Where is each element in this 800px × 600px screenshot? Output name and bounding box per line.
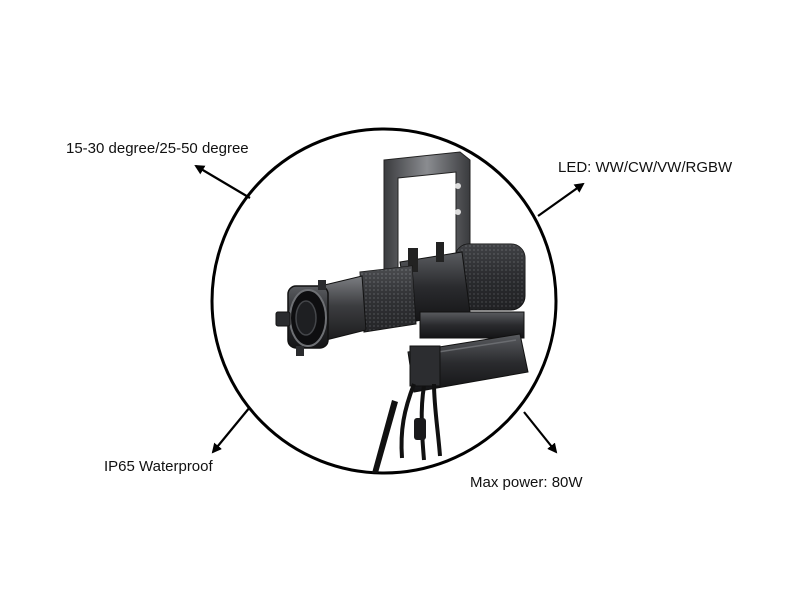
arrow-beam-angle [194,164,251,199]
frame-circle [210,127,558,475]
callout-beam-angle: 15-30 degree/25-50 degree [66,140,249,157]
spotlight-fixture [275,151,529,473]
arrow-max-power [523,411,558,454]
callout-max-power: Max power: 80W [470,474,583,491]
arrow-led-type [537,182,585,217]
callout-led-type: LED: WW/CW/VW/RGBW [558,159,733,176]
callout-waterproof: IP65 Waterproof [104,458,213,475]
arrow-waterproof [211,406,251,454]
